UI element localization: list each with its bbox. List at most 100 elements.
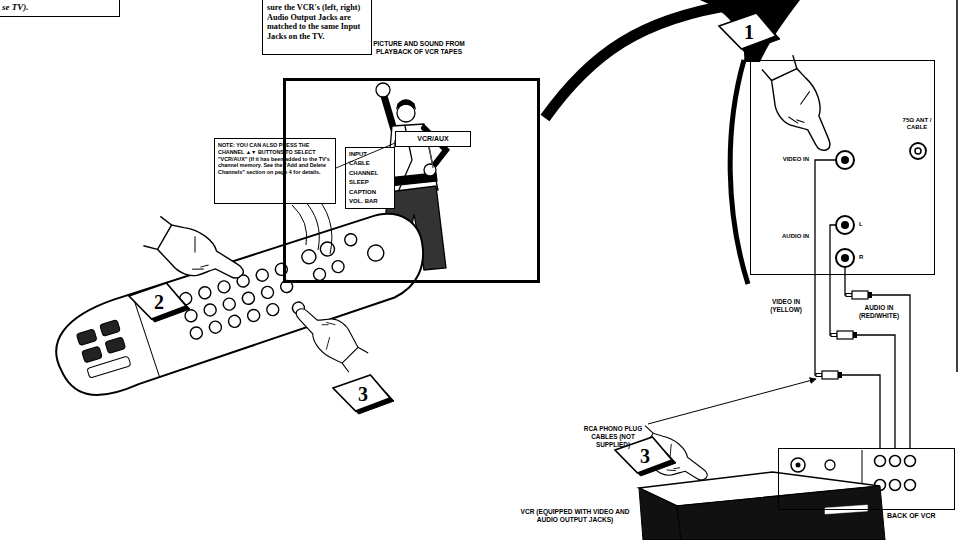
callout-number: 3 [332,384,394,404]
instruction-box: sure the VCR's (left, right) Audio Outpu… [262,0,372,55]
vcr-face [677,486,885,540]
figure-arm [384,96,394,130]
remote-button [255,268,270,283]
remote-button [208,320,223,335]
remote-button [76,329,97,346]
figure-fist [376,83,390,97]
pointing-hand [758,53,840,162]
rca-plug [853,332,857,338]
cable-label: VIDEO IN (YELLOW) [762,298,810,314]
coax-jack [910,143,926,159]
remote-button [197,285,212,300]
frame-line [956,0,958,372]
remote-button [260,285,275,300]
rca-plug [831,334,837,337]
vcr-jack [890,480,901,491]
remote-button [203,302,218,317]
node-text: se TV). [2,3,114,13]
callout-number: 1 [718,22,780,42]
remote-button [319,240,336,257]
node-text: CHANNEL [349,170,395,177]
motion-line [292,205,307,245]
remote-button [366,243,386,263]
node-text: BACK OF VCR [887,512,959,520]
node-text: R [859,254,869,261]
remote-button [82,346,103,363]
tv-casing [545,4,738,118]
node-text: VOL. BAR [349,198,395,205]
callout-tag: 2 [128,282,190,322]
remote-control [44,205,438,406]
remote-button [300,248,317,265]
remote-button [87,356,131,378]
remote-button [100,320,121,337]
audio-jack [841,221,849,229]
cable-wire [844,267,845,275]
tv-casing [730,60,748,284]
rca-plug [816,374,822,377]
vcr-jack [796,463,801,468]
remote-button [189,326,204,341]
vcr-jack [791,458,805,472]
node-text: VIDEO IN [755,156,809,163]
cable-note: RCA PHONO PLUG CABLES (NOT SUPPLIED) [580,425,646,449]
vcr-jack [905,480,916,491]
vcr-jack [890,456,901,467]
leader-line [336,143,395,168]
remote-button [331,259,346,274]
rca-plug [852,291,868,299]
node-text: NOTE: YOU CAN ALSO PRESS THE CHANNEL ▲▼ … [218,142,332,176]
vcr-jack [905,456,916,467]
rca-plug [838,372,842,378]
remote-button [222,297,237,312]
vcr-jack-panel: BACK OF VCR [778,448,955,510]
cable-wire [815,160,836,275]
callout-number: 2 [128,292,190,312]
rca-plug [846,294,852,297]
tv-casing [700,0,800,62]
audio-jack [836,249,854,267]
pointing-hand [289,294,370,375]
node-text: VCR/AUX [396,135,470,143]
node-text: INPUT [349,151,395,158]
video-jack [836,151,854,169]
remote-button [265,302,280,317]
node-text: CAPTION [349,189,395,196]
remote-button [227,314,242,329]
remote-button [105,337,126,354]
callout-tag: 3 [332,374,394,414]
cable-wire [845,275,910,448]
vcr-jack [875,456,886,467]
rca-plug [822,371,838,379]
tv-screen: INPUTCABLECHANNELSLEEPCAPTIONVOL. BARVCR… [283,78,540,283]
remote-button [343,232,358,247]
tv-jack-panel: VIDEO IN75Ω ANT / CABLEAUDIO INLR [750,60,935,275]
figure-hair [397,100,415,108]
menu-selection: VCR/AUX [395,131,471,147]
audio-jack [841,254,849,262]
vcr-jack [825,460,835,470]
cable-label: AUDIO IN (RED/WHITE) [852,304,906,320]
rca-plug [868,292,872,298]
motion-line [302,198,319,250]
node-text: SLEEP [349,179,395,186]
rca-plug [837,331,853,339]
remote-button [274,262,289,277]
leader-arrow [648,379,816,424]
cable-wire [830,225,836,275]
cable-wire [830,275,895,448]
node-text: PICTURE AND SOUND FROM PLAYBACK OF VCR T… [360,40,478,56]
remote-button [312,267,327,282]
callout-tag: 1 [718,12,780,52]
figure-fist [424,164,436,176]
node-text: AUDIO IN [755,233,809,240]
vcr-outline [635,468,885,540]
on-screen-menu: INPUTCABLECHANNELSLEEPCAPTIONVOL. BAR [345,147,395,209]
node-text: VCR (EQUIPPED WITH VIDEO AND AUDIO OUTPU… [513,508,637,524]
node-text: sure the VCR's (left, right) Audio Outpu… [267,3,369,42]
note-box: NOTE: YOU CAN ALSO PRESS THE CHANNEL ▲▼ … [214,138,336,204]
audio-jack [836,216,854,234]
